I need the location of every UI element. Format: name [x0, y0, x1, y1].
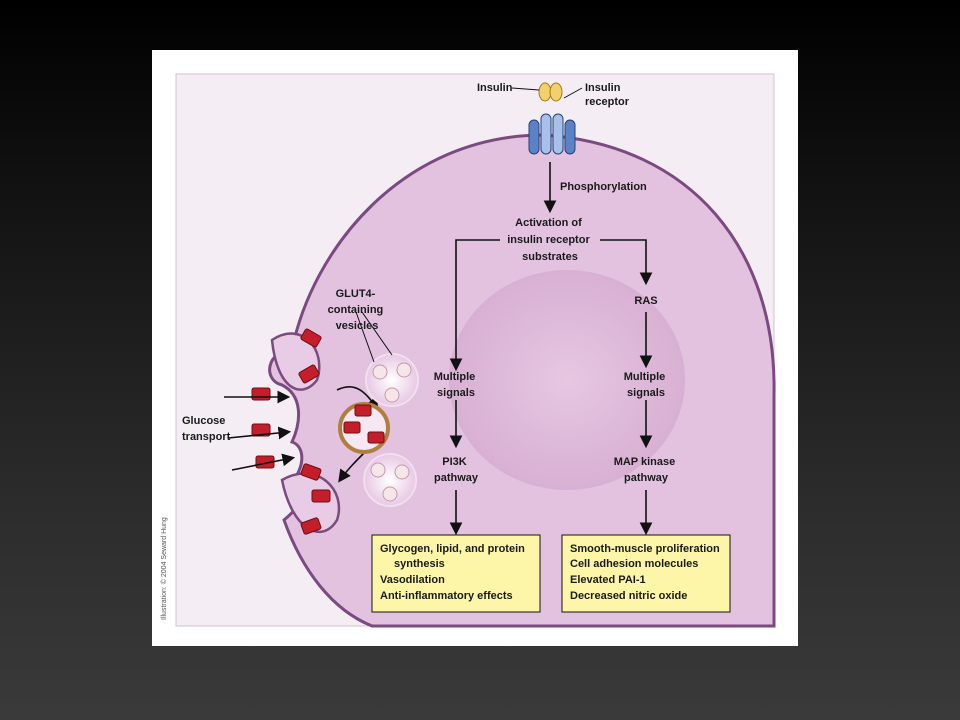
receptor-pointer: [563, 87, 583, 99]
insulin-signaling-diagram: Insulin Insulin receptor Phosphorylation…: [160, 73, 776, 628]
insulin-molecule-icon: [538, 82, 563, 102]
effects-box-left: Glycogen, lipid, and protein synthesis V…: [371, 534, 541, 613]
effects-left-text: Glycogen, lipid, and protein synthesis V…: [380, 543, 528, 602]
multiple-signals-left-label: Multiple signals: [434, 371, 479, 399]
glut4-vesicle-lower: [363, 453, 417, 507]
multiple-signals-right-label: Multiple signals: [624, 371, 669, 399]
insulin-pointer: [511, 87, 540, 91]
effects-box-right: Smooth-muscle proliferation Cell adhesio…: [561, 534, 731, 613]
effects-right-text: Smooth-muscle proliferation Cell adhesio…: [570, 543, 723, 602]
illustration-credit: Illustration: © 2004 Seward Hung: [160, 517, 168, 620]
nucleus: [449, 270, 685, 490]
glut4-label: GLUT4- containing vesicles: [328, 288, 387, 332]
insulin-label: Insulin: [477, 82, 513, 94]
glut4-pointer-1: [355, 311, 375, 363]
insulin-receptor-label: Insulin receptor: [585, 82, 630, 108]
glucose-transport-arrows: [224, 390, 296, 471]
slide-frame: Insulin Insulin receptor Phosphorylation…: [152, 50, 798, 646]
insulin-receptor: [528, 113, 576, 155]
glut4-pointer-2: [361, 311, 393, 356]
glut4-vesicle-upper: [365, 353, 419, 407]
map-kinase-pathway-label: MAP kinase pathway: [614, 456, 679, 484]
phosphorylation-label: Phosphorylation: [560, 181, 647, 193]
ras-label: RAS: [634, 295, 657, 307]
pi3k-pathway-label: PI3K pathway: [434, 456, 479, 484]
glucose-transport-label: Glucose transport: [182, 415, 231, 443]
activation-label: Activation of insulin receptor substrate…: [507, 217, 593, 263]
